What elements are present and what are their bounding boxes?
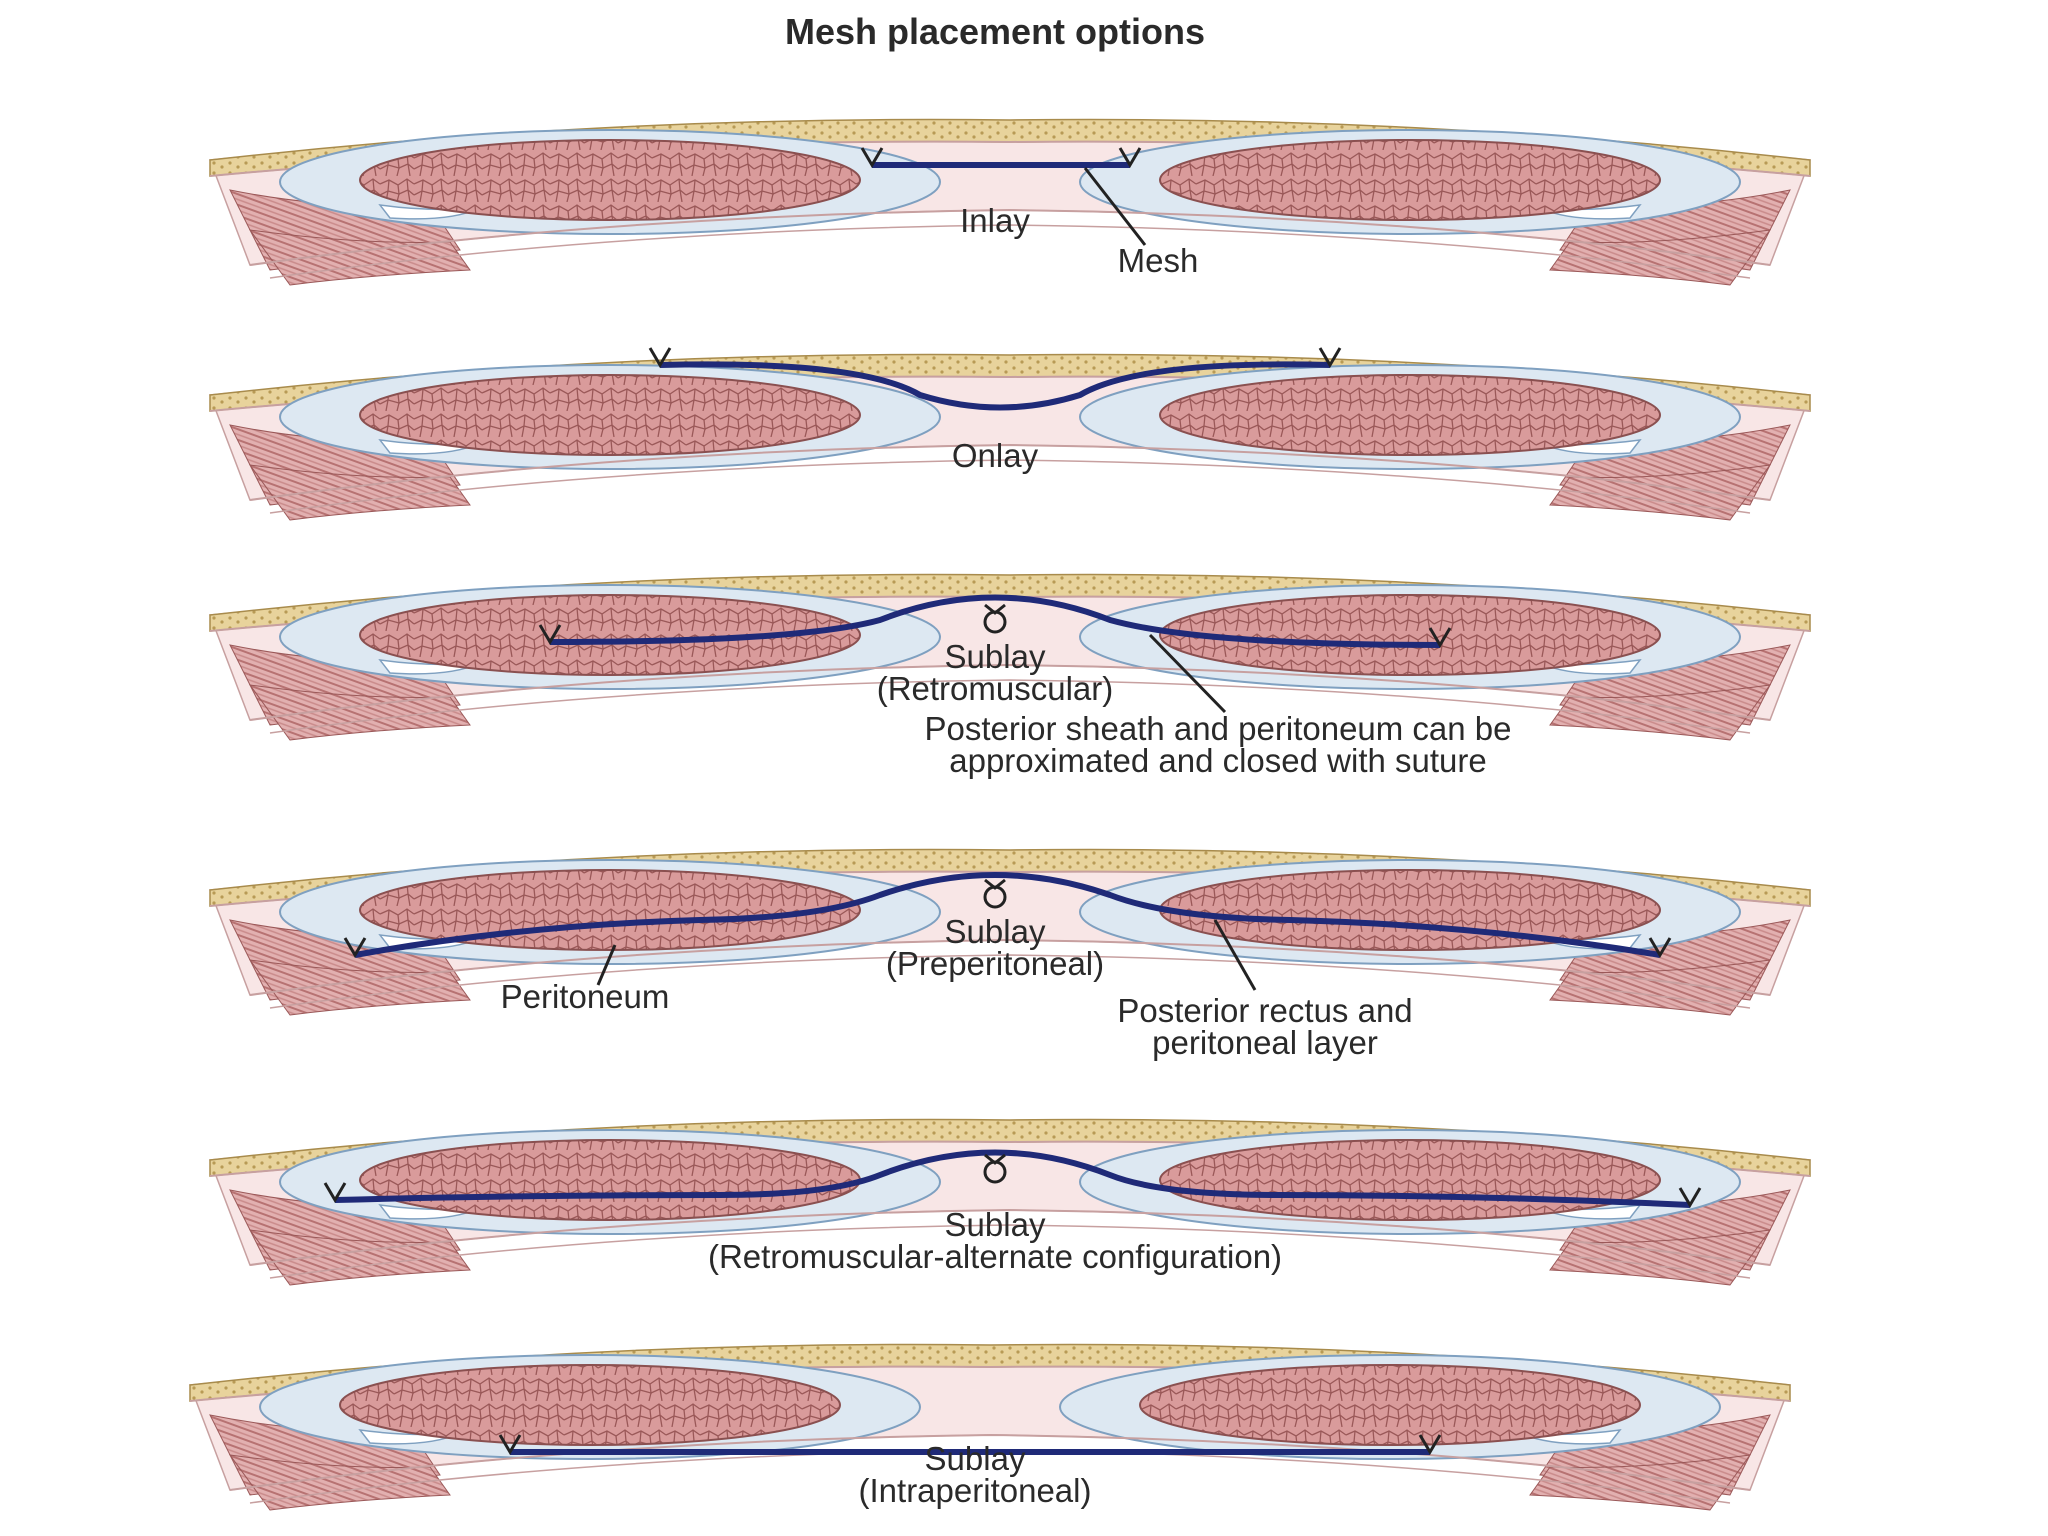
diagram-title: Mesh placement options (785, 11, 1205, 52)
mesh-line (659, 361, 1331, 411)
label-sublay: Sublay (925, 1440, 1026, 1477)
label-retromuscular-alternate: (Retromuscular-alternate configuration) (708, 1238, 1282, 1275)
label-sublay: Sublay (945, 1206, 1046, 1243)
panel-preperitoneal: Sublay (Preperitoneal) Peritoneum Poster… (209, 848, 1811, 1061)
leader-line (1083, 167, 1147, 246)
suture-icon (984, 878, 1006, 890)
leader-line (1213, 919, 1257, 991)
label-preperitoneal: (Preperitoneal) (886, 945, 1104, 982)
panel-retromuscular-alternate: Sublay (Retromuscular-alternate configur… (209, 1118, 1811, 1286)
label-mesh: Mesh (1118, 242, 1199, 279)
panel-intraperitoneal: Sublay (Intraperitoneal) (189, 1343, 1791, 1511)
label-onlay: Onlay (952, 437, 1039, 474)
label-intraperitoneal: (Intraperitoneal) (859, 1472, 1092, 1509)
panel-onlay: Onlay (209, 347, 1811, 521)
label-peritoneum: Peritoneum (501, 978, 670, 1015)
suture-icon (648, 347, 1342, 368)
label-sublay: Sublay (945, 913, 1046, 950)
suture-icon (984, 603, 1006, 615)
label-posterior-rectus-2: peritoneal layer (1152, 1024, 1378, 1061)
label-sublay: Sublay (945, 638, 1046, 675)
leader-line (596, 944, 617, 986)
suture-icon (860, 147, 1142, 168)
label-posterior-sheath-note-1: Posterior sheath and peritoneum can be (924, 710, 1511, 747)
leader-line (1148, 633, 1227, 714)
label-inlay: Inlay (960, 202, 1030, 239)
label-posterior-rectus-1: Posterior rectus and (1117, 992, 1412, 1029)
label-posterior-sheath-note-2: approximated and closed with suture (949, 742, 1486, 779)
suture-icon (984, 1153, 1006, 1165)
panel-inlay: Inlay Mesh (209, 118, 1811, 286)
suture-icon (343, 937, 1672, 958)
suture-icon (498, 1434, 1442, 1455)
suture-icon (538, 624, 1452, 648)
panel-retromuscular: Sublay (Retromuscular) Posterior sheath … (209, 573, 1811, 779)
mesh-line (549, 594, 1441, 648)
mesh-line (334, 1149, 1691, 1208)
suture-icon (323, 1182, 1702, 1208)
label-retromuscular: (Retromuscular) (877, 670, 1114, 707)
mesh-line (354, 872, 1661, 958)
